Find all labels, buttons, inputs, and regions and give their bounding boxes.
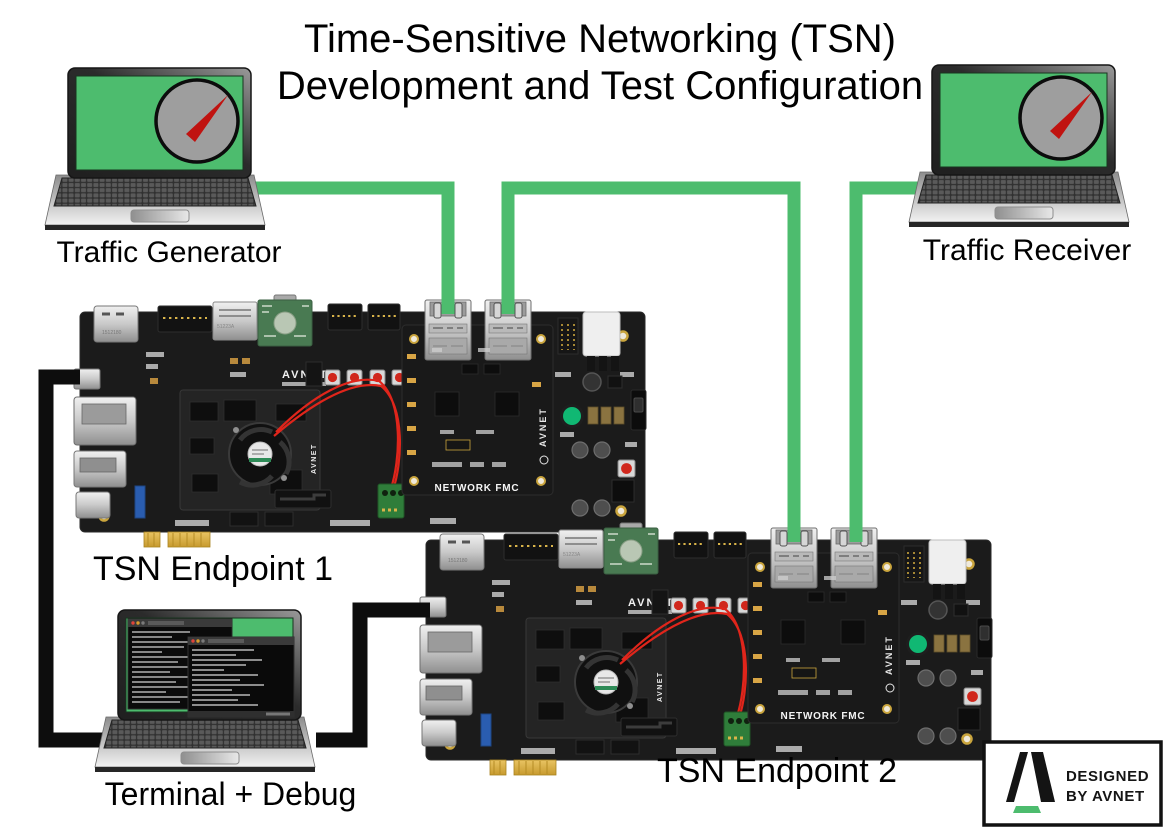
- usb-cable-terminal-to-ep2: [316, 602, 430, 748]
- tsn-endpoint-1-label: TSN Endpoint 1: [92, 550, 334, 588]
- diagram-title: Time-Sensitive Networking (TSN) Developm…: [190, 16, 1010, 110]
- title-line2: Development and Test Configuration: [276, 64, 924, 109]
- usb-cable-terminal-to-ep1: [38, 369, 112, 748]
- ethernet-cable-ep2-to-receiver: [849, 181, 920, 542]
- avnet-logo-green-base: [1013, 806, 1041, 813]
- badge-text-line1: DESIGNED: [1066, 768, 1149, 785]
- tsn-endpoint-2-label: TSN Endpoint 2: [656, 752, 898, 790]
- avnet-logo-icon: [1006, 752, 1055, 802]
- title-line1: Time-Sensitive Networking (TSN): [304, 17, 896, 61]
- gauge-icon: [1018, 75, 1104, 161]
- tsn-endpoint-2-board: [420, 523, 992, 775]
- terminal-debug-label: Terminal + Debug: [104, 776, 357, 812]
- terminal-debug-laptop: [94, 609, 316, 773]
- traffic-receiver-label: Traffic Receiver: [922, 234, 1132, 267]
- ethernet-cable-ep1-to-ep2: [501, 181, 801, 542]
- terminal-window: [187, 636, 295, 718]
- traffic-generator-label: Traffic Generator: [56, 236, 282, 269]
- badge-text-line2: BY AVNET: [1066, 788, 1145, 805]
- tsn-endpoint-1-board: [74, 295, 646, 547]
- avnet-badge: DESIGNED BY AVNET: [982, 740, 1163, 827]
- ethernet-cable-generator-to-ep1: [255, 181, 455, 314]
